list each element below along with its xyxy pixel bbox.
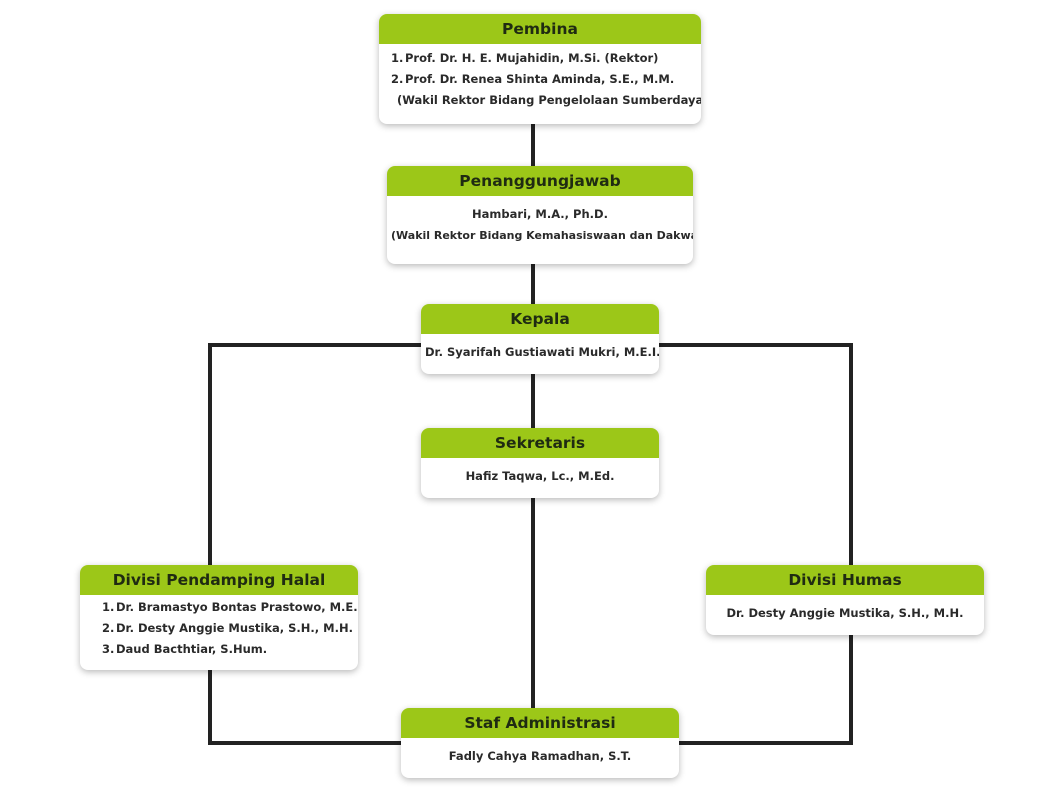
penanggungjawab-name: Hambari, M.A., Ph.D. [472,207,608,221]
sekretaris-name: Hafiz Taqwa, Lc., M.Ed. [465,469,615,483]
kepala-name: Dr. Syarifah Gustiawati Mukri, M.E.I. [425,345,659,359]
connector-kepala-left-loop [208,343,425,745]
divisi-humas-box: Divisi Humas Dr. Desty Anggie Mustika, S… [706,565,984,635]
staf-administrasi-box: Staf Administrasi Fadly Cahya Ramadhan, … [401,708,679,778]
divisi-halal-item-1: 1.Dr. Bramastyo Bontas Prastowo, M.E. [102,600,358,614]
divisi-halal-item-3: 3.Daud Bacthtiar, S.Hum. [102,642,268,656]
divisi-halal-item-2: 2.Dr. Desty Anggie Mustika, S.H., M.H. [102,621,353,635]
pembina-item-1: 1.Prof. Dr. H. E. Mujahidin, M.Si. (Rekt… [391,51,659,65]
pembina-item-2: 2.Prof. Dr. Renea Shinta Aminda, S.E., M… [391,72,675,86]
divisi-pendamping-halal-box: Divisi Pendamping Halal 1.Dr. Bramastyo … [80,565,358,670]
penanggungjawab-role: (Wakil Rektor Bidang Kemahasiswaan dan D… [391,229,693,242]
divisi-pendamping-halal-title: Divisi Pendamping Halal [80,565,358,595]
kepala-box: Kepala Dr. Syarifah Gustiawati Mukri, M.… [421,304,659,374]
divisi-humas-title: Divisi Humas [706,565,984,595]
pembina-box: Pembina 1.Prof. Dr. H. E. Mujahidin, M.S… [379,14,701,124]
divisi-humas-name: Dr. Desty Anggie Mustika, S.H., M.H. [726,606,964,620]
sekretaris-box: Sekretaris Hafiz Taqwa, Lc., M.Ed. [421,428,659,498]
pembina-item-2-role: (Wakil Rektor Bidang Pengelolaan Sumberd… [397,93,701,107]
pembina-title: Pembina [379,14,701,44]
kepala-title: Kepala [421,304,659,334]
staf-administrasi-title: Staf Administrasi [401,708,679,738]
penanggungjawab-title: Penanggungjawab [387,166,693,196]
staf-administrasi-name: Fadly Cahya Ramadhan, S.T. [448,749,632,763]
sekretaris-title: Sekretaris [421,428,659,458]
penanggungjawab-box: Penanggungjawab Hambari, M.A., Ph.D. (Wa… [387,166,693,264]
connector-kepala-right-loop [655,343,853,745]
